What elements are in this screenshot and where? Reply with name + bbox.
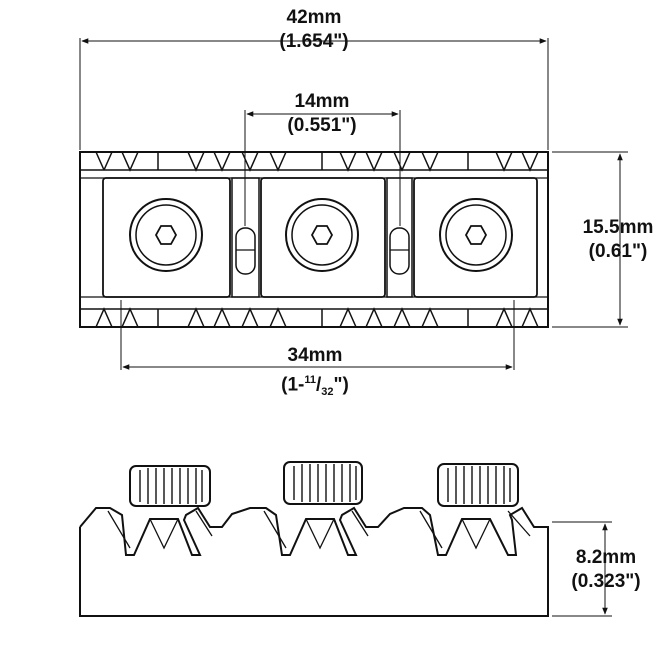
top-serrations	[95, 151, 539, 172]
side-view	[79, 461, 549, 617]
string-spacing-label: 14mm (0.551")	[262, 90, 382, 138]
screw-top-1	[129, 198, 203, 272]
dimension-lines-side	[552, 521, 612, 617]
height-metric: 8.2mm	[575, 547, 637, 568]
screw-side-2	[283, 461, 363, 505]
pad-2	[260, 177, 386, 298]
outer-spacing-label: 34mm (1-11/32")	[255, 344, 375, 404]
outer-spacing-suffix: ")	[333, 374, 349, 396]
overall-width-metric: 42mm	[286, 7, 342, 28]
overall-width-imperial: (1.654")	[279, 31, 349, 52]
screw-top-2	[285, 198, 359, 272]
overall-width-label: 42mm (1.654")	[254, 6, 374, 54]
outer-spacing-numerator: 11	[304, 374, 316, 386]
block-outline	[79, 151, 549, 328]
string-spacing-metric: 14mm	[294, 91, 350, 112]
depth-label: 15.5mm (0.61")	[568, 216, 668, 264]
depth-metric: 15.5mm	[582, 217, 654, 238]
outer-spacing-imperial: (1-11/32")	[255, 368, 375, 404]
height-label: 8.2mm (0.323")	[556, 546, 656, 594]
side-body-outline	[79, 506, 549, 617]
screw-top-3	[439, 198, 513, 272]
dimension-lines-top	[79, 38, 628, 370]
outer-spacing-prefix: (1-	[281, 374, 305, 396]
outer-spacing-denominator: 32	[321, 386, 334, 399]
screw-side-3	[437, 463, 519, 507]
pad-3	[413, 177, 538, 298]
outer-spacing-metric: 34mm	[287, 345, 343, 366]
pad-1	[102, 177, 231, 298]
screw-side-1	[129, 465, 211, 507]
depth-imperial: (0.61")	[588, 241, 648, 262]
string-spacing-imperial: (0.551")	[287, 115, 357, 136]
height-imperial: (0.323")	[571, 571, 641, 592]
outer-spacing-slash: /	[316, 374, 322, 396]
top-view	[79, 151, 549, 328]
bottom-serrations	[95, 307, 539, 328]
